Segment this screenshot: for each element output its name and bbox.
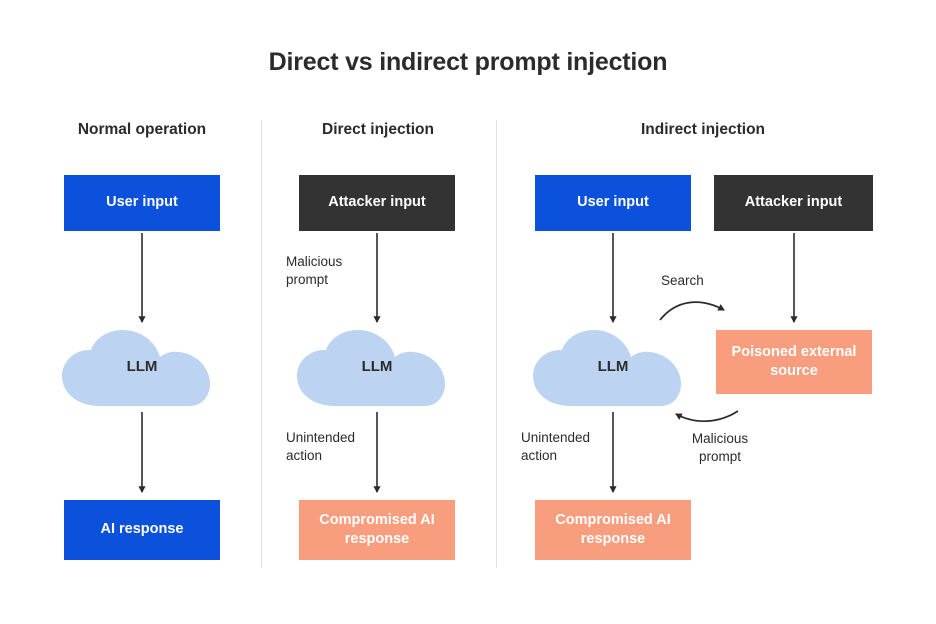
node-user-input-indirect[interactable]: User input <box>535 175 691 231</box>
cloud-icon <box>62 330 210 406</box>
node-llm-label-normal: LLM <box>126 358 158 375</box>
node-llm-cloud-indirect[interactable]: LLM <box>527 330 699 406</box>
node-llm-label-direct: LLM <box>361 358 393 375</box>
node-llm-cloud-normal[interactable]: LLM <box>56 330 228 406</box>
column-heading-direct-injection: Direct injection <box>322 121 434 138</box>
node-poisoned-external-source[interactable]: Poisoned external source <box>716 330 872 394</box>
node-attacker-input-direct[interactable]: Attacker input <box>299 175 455 231</box>
node-compromised-ai-response-direct[interactable]: Compromised AI response <box>299 500 455 560</box>
edge-label-malicious-prompt-indirect: Malicious prompt <box>691 431 749 465</box>
arrow-search-llm-to-poisoned-source <box>659 301 725 321</box>
edge-label-unintended-action-indirect: Unintended action <box>521 430 591 464</box>
edge-label-malicious-prompt-direct: Malicious prompt <box>286 254 343 288</box>
edge-label-search: Search <box>661 273 704 288</box>
node-compromised-ai-response-indirect[interactable]: Compromised AI response <box>535 500 691 560</box>
cloud-icon <box>297 330 445 406</box>
arrow-malicious-prompt-poisoned-source-to-llm <box>675 410 739 422</box>
node-attacker-input-indirect[interactable]: Attacker input <box>714 175 873 231</box>
page-title: Direct vs indirect prompt injection <box>268 48 668 76</box>
column-heading-normal-operation: Normal operation <box>77 121 207 138</box>
node-ai-response-normal[interactable]: AI response <box>64 500 220 560</box>
edge-label-unintended-action-direct: Unintended action <box>286 430 356 464</box>
node-llm-label-indirect: LLM <box>597 358 629 375</box>
column-divider-1 <box>261 120 262 568</box>
cloud-icon <box>533 330 681 406</box>
node-user-input-normal[interactable]: User input <box>64 175 220 231</box>
node-llm-cloud-direct[interactable]: LLM <box>291 330 463 406</box>
column-divider-2 <box>496 120 497 568</box>
column-heading-indirect-injection: Indirect injection <box>640 121 765 138</box>
